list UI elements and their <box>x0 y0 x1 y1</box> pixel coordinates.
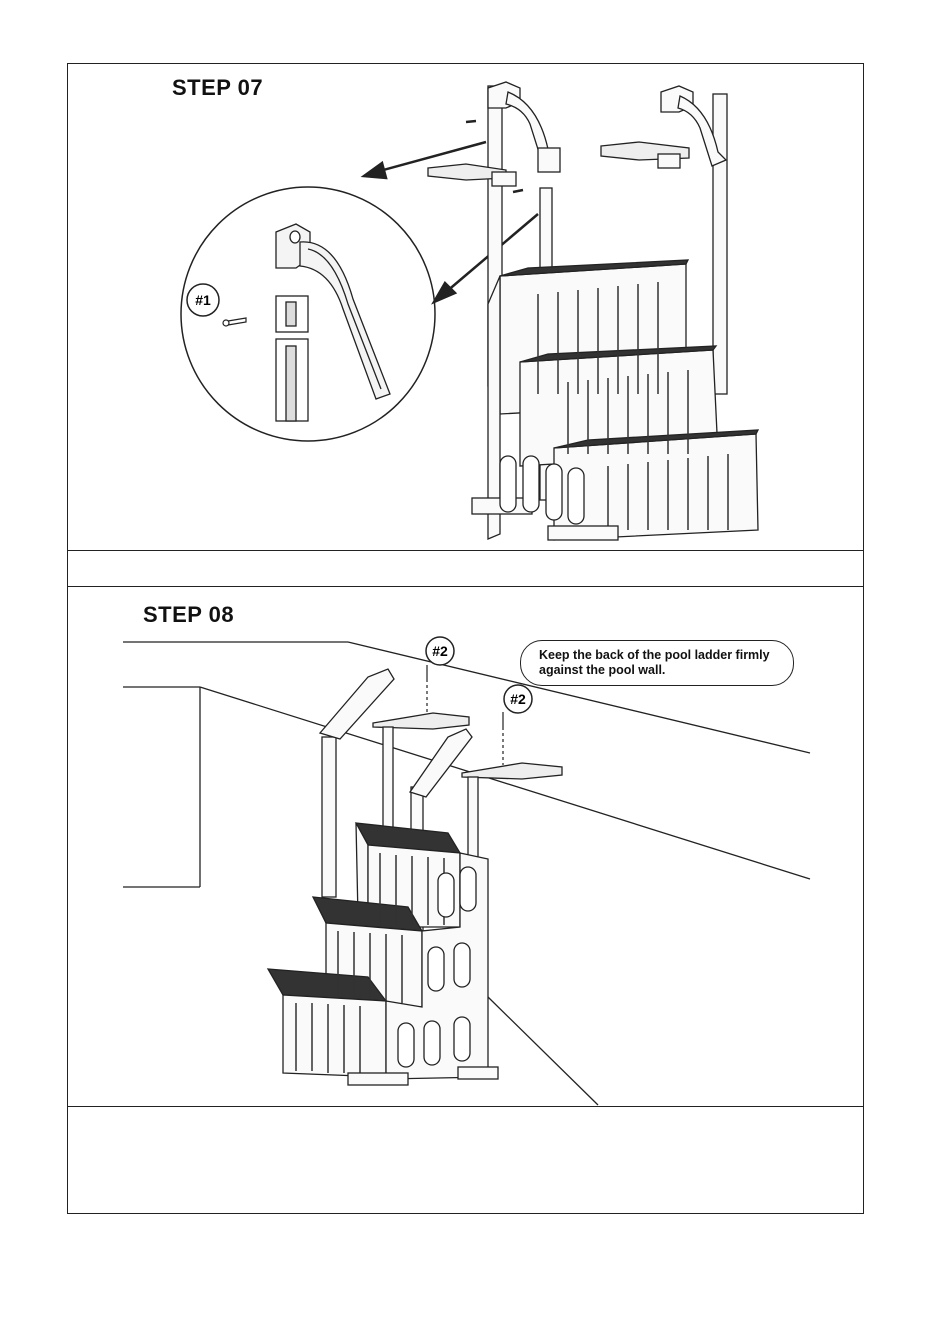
part-label-1-badge: #1 <box>187 284 219 316</box>
ladder-installed <box>268 669 562 1085</box>
part-label-1: #1 <box>195 292 211 308</box>
step-08-caption-band <box>67 1106 864 1214</box>
step-07-caption-band <box>67 550 864 588</box>
ladder-assembly <box>428 82 758 540</box>
step-08-panel: STEP 08 Keep the back of the pool ladder… <box>67 586 864 1108</box>
part-label-2b: #2 <box>510 691 526 707</box>
part-label-2b-badge: #2 <box>504 685 532 713</box>
step-07-illustration: #1 <box>68 64 865 553</box>
part-label-2a: #2 <box>432 643 448 659</box>
part-label-2a-badge: #2 <box>426 637 454 665</box>
step-07-panel: STEP 07 #1 <box>67 63 864 552</box>
step-08-illustration: #2 #2 <box>68 587 865 1109</box>
